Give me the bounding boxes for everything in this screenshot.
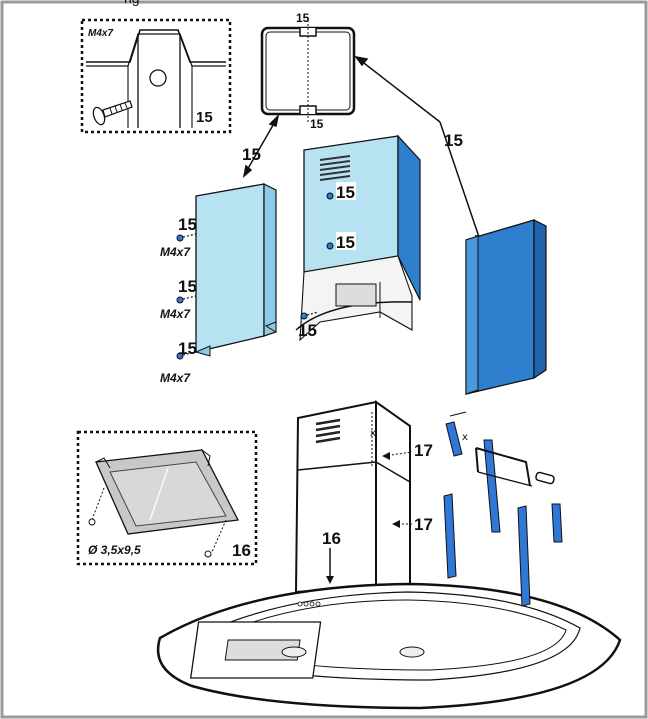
right-cover-panel	[465, 219, 547, 395]
screw-icon	[176, 234, 184, 242]
rail-num-top: 17	[414, 441, 433, 460]
vent-grille	[319, 155, 351, 181]
filter-part-number: 16	[232, 541, 251, 560]
dim-x-rail: x	[462, 432, 468, 443]
center-screws	[300, 192, 334, 320]
top-word: ng	[124, 0, 140, 6]
control-buttons-icon	[297, 601, 321, 607]
hood-part-number: 16	[322, 529, 341, 548]
screw-center-3-num: 15	[298, 321, 317, 340]
profile-num-bottom: 15	[310, 117, 324, 131]
chimney-profile: 15 15	[260, 11, 356, 131]
screw-left-2-size: M4x7	[160, 307, 191, 321]
screw-icon	[88, 518, 96, 526]
left-screws	[176, 233, 197, 360]
screw-left-1-num: 15	[178, 215, 197, 234]
arrow-label-left: 15	[242, 145, 261, 164]
mounting-rails: x	[443, 411, 563, 607]
rail-num-bottom: 17	[414, 515, 433, 534]
screw-icon	[300, 312, 308, 320]
screw-center-2-num: 15	[336, 233, 355, 252]
screw-detail-box: M4x7 15	[80, 18, 232, 134]
screw-left-1-size: M4x7	[160, 245, 191, 259]
filter-screw-size: Ø 3,5x9,5	[88, 543, 141, 557]
screw-icon	[326, 192, 334, 200]
arrow-label-right: 15	[444, 131, 463, 150]
screw-left-3-num: 15	[178, 339, 197, 358]
screw-icon	[204, 550, 212, 558]
screw-icon	[326, 242, 334, 250]
hood-assembly: x 16 17 17	[156, 400, 622, 710]
screw-icon	[92, 100, 133, 126]
screw-center-1-num: 15	[336, 183, 355, 202]
center-chimney	[295, 134, 421, 342]
left-cover-panel	[194, 183, 277, 357]
profile-num-top: 15	[296, 11, 310, 25]
dim-x-chimney: x	[370, 428, 376, 439]
filter-detail-box: Ø 3,5x9,5 16	[76, 430, 258, 566]
screw-left-2-num: 15	[178, 277, 197, 296]
screw-left-3-size: M4x7	[160, 371, 191, 385]
detail-part-number: 15	[196, 109, 213, 126]
hood-vent-grille	[315, 418, 341, 444]
detail-screw-size: M4x7	[88, 28, 113, 39]
screw-icon	[176, 352, 184, 360]
hacksaw-icon	[475, 447, 555, 487]
screw-icon	[176, 296, 184, 304]
